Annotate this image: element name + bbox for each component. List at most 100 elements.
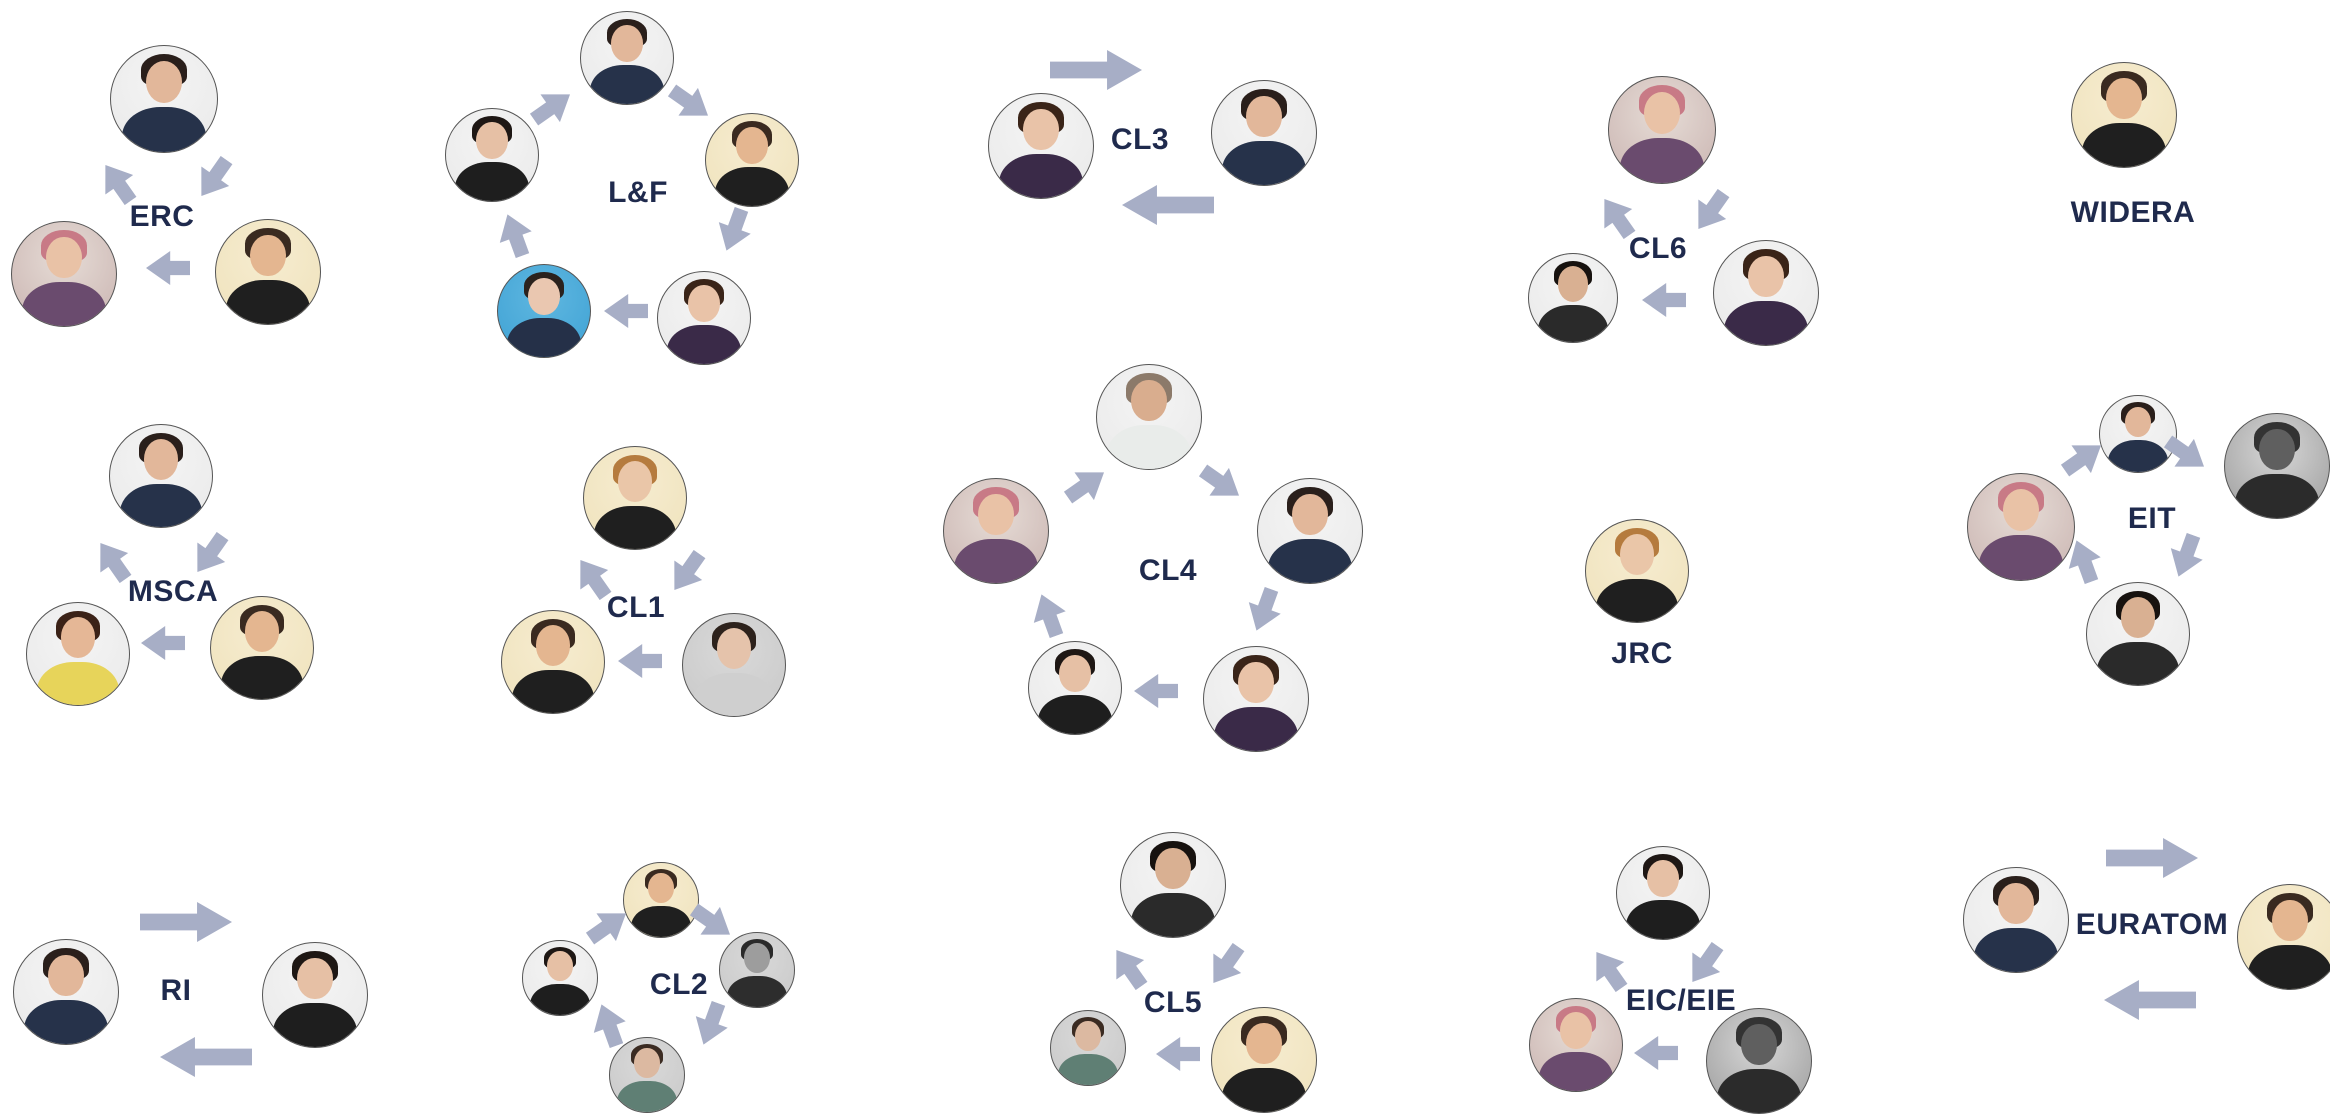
group-label: CL3 xyxy=(1110,123,1170,156)
flow-arrow-icon xyxy=(1642,283,1686,317)
group-label: JRC xyxy=(1611,637,1673,670)
photo-face xyxy=(1075,1021,1101,1051)
photo-body xyxy=(507,318,581,357)
photo-face xyxy=(1741,1023,1777,1066)
flow-arrow-icon xyxy=(2104,980,2196,1020)
member-photo xyxy=(1050,1010,1126,1086)
member-photo xyxy=(210,596,314,700)
member-photo xyxy=(2071,62,2177,168)
photo-face xyxy=(476,121,508,159)
photo-face xyxy=(1647,859,1679,897)
flow-arrow-icon xyxy=(2060,445,2102,477)
photo-body xyxy=(1978,535,2064,580)
photo-face xyxy=(744,943,770,973)
photo-face xyxy=(617,461,653,503)
member-photo xyxy=(1028,641,1122,735)
photo-body xyxy=(1107,425,1191,469)
group-label: CL5 xyxy=(1143,986,1203,1019)
member-photo xyxy=(1120,832,1226,938)
photo-face xyxy=(1023,108,1059,151)
photo-face xyxy=(535,625,571,667)
photo-face xyxy=(1560,1011,1592,1049)
group-label: RI xyxy=(160,974,192,1007)
member-photo xyxy=(11,221,117,327)
group-label: CL4 xyxy=(1138,554,1198,587)
photo-body xyxy=(2107,440,2169,472)
flow-arrow-icon xyxy=(1122,185,1214,225)
group-label: MSCA xyxy=(127,575,219,608)
flow-arrow-icon xyxy=(499,214,532,259)
flow-arrow-icon xyxy=(2163,435,2205,467)
member-photo xyxy=(1529,998,1623,1092)
member-photo xyxy=(2086,582,2190,686)
photo-body xyxy=(120,484,202,527)
member-photo xyxy=(1257,478,1363,584)
photo-body xyxy=(273,1003,357,1047)
photo-body xyxy=(2235,474,2319,518)
photo-body xyxy=(512,670,594,713)
photo-body xyxy=(24,1000,108,1044)
photo-body xyxy=(1717,1069,1801,1113)
group-label: EIC/EIE xyxy=(1625,984,1737,1017)
flow-arrow-icon xyxy=(718,206,751,251)
flow-arrow-icon xyxy=(105,164,137,206)
member-photo xyxy=(1967,473,2075,581)
photo-body xyxy=(121,107,207,152)
photo-face xyxy=(2272,899,2308,942)
member-photo xyxy=(1616,846,1710,940)
photo-face xyxy=(978,493,1014,536)
photo-face xyxy=(688,284,720,322)
photo-face xyxy=(716,628,752,670)
photo-body xyxy=(1214,707,1298,751)
photo-body xyxy=(1539,1052,1613,1091)
photo-face xyxy=(648,873,674,903)
flow-arrow-icon xyxy=(2068,540,2101,585)
member-photo xyxy=(262,942,368,1048)
flow-arrow-icon xyxy=(1050,50,1142,90)
member-photo xyxy=(1203,646,1309,752)
flow-arrow-icon xyxy=(1063,472,1105,504)
photo-body xyxy=(631,905,691,937)
flow-arrow-icon xyxy=(667,84,709,116)
member-photo xyxy=(109,424,213,528)
photo-body xyxy=(667,325,741,364)
group-label: CL2 xyxy=(649,968,709,1001)
flow-arrow-icon xyxy=(585,913,627,945)
photo-face xyxy=(2259,428,2295,471)
photo-face xyxy=(250,234,286,277)
flow-arrow-icon xyxy=(160,1037,252,1077)
flow-arrow-icon xyxy=(604,294,648,328)
photo-body xyxy=(1222,141,1306,185)
member-photo xyxy=(497,264,591,358)
photo-body xyxy=(1058,1053,1118,1085)
member-photo xyxy=(1528,253,1618,343)
flow-arrow-icon xyxy=(140,902,232,942)
flow-arrow-icon xyxy=(1698,188,1730,230)
photo-body xyxy=(2097,642,2179,685)
photo-face xyxy=(1292,493,1328,536)
photo-face xyxy=(1558,266,1588,302)
flow-arrow-icon xyxy=(1248,586,1281,631)
flow-arrow-icon xyxy=(2106,838,2198,878)
member-photo xyxy=(215,219,321,325)
flow-arrow-icon xyxy=(201,155,233,197)
photo-body xyxy=(37,662,119,705)
flow-arrow-icon xyxy=(618,644,662,678)
photo-body xyxy=(727,975,787,1007)
photo-face xyxy=(1619,534,1655,576)
flow-arrow-icon xyxy=(529,94,571,126)
photo-face xyxy=(2120,597,2156,639)
flow-arrow-icon xyxy=(593,1004,626,1049)
member-photo xyxy=(705,113,799,207)
photo-face xyxy=(634,1048,660,1078)
photo-body xyxy=(715,167,789,206)
flow-arrow-icon xyxy=(580,559,612,601)
member-photo xyxy=(1211,80,1317,186)
member-photo xyxy=(580,11,674,105)
photo-face xyxy=(1643,91,1680,135)
photo-body xyxy=(594,506,676,549)
flow-arrow-icon xyxy=(197,531,229,573)
flow-arrow-icon xyxy=(100,542,132,584)
member-photo xyxy=(1963,867,2069,973)
